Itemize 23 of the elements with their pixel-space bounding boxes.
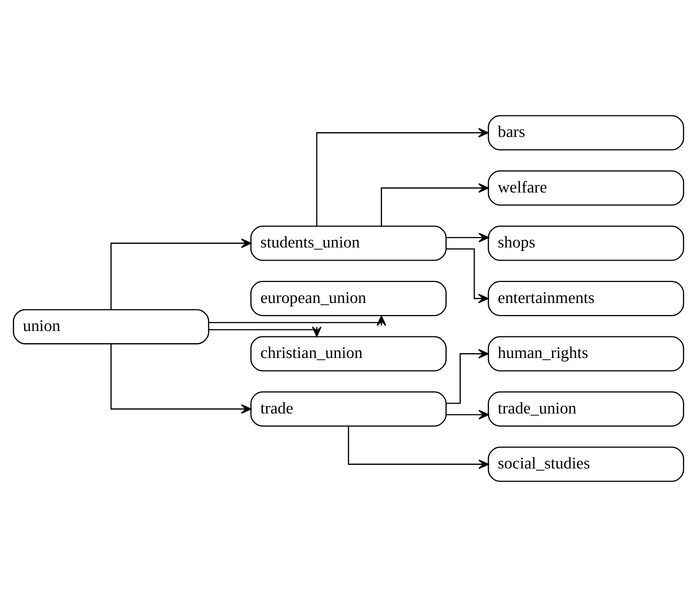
node-box: union: [12, 309, 210, 344]
node-box: social_studies: [488, 446, 684, 482]
node-box: christian_union: [250, 336, 447, 372]
arrow: [110, 238, 252, 310]
node-box: human_rights: [488, 336, 684, 372]
arrow: [208, 326, 322, 337]
arrow: [446, 232, 489, 242]
arrow: [316, 128, 489, 226]
arrow: [446, 248, 489, 304]
node-box: shops: [488, 226, 684, 261]
node-box: trade: [250, 391, 447, 427]
arrow: [208, 315, 386, 326]
node-box: european_union: [250, 280, 447, 316]
node-box: students_union: [250, 226, 447, 261]
arrow: [380, 183, 489, 226]
node-box: trade_union: [488, 391, 684, 427]
node-box: entertainments: [488, 280, 684, 316]
arrow: [110, 344, 252, 414]
arrow: [446, 410, 489, 420]
arrow: [446, 348, 489, 404]
node-box: bars: [488, 115, 684, 150]
arrow: [348, 426, 489, 470]
node-box: welfare: [488, 170, 684, 206]
